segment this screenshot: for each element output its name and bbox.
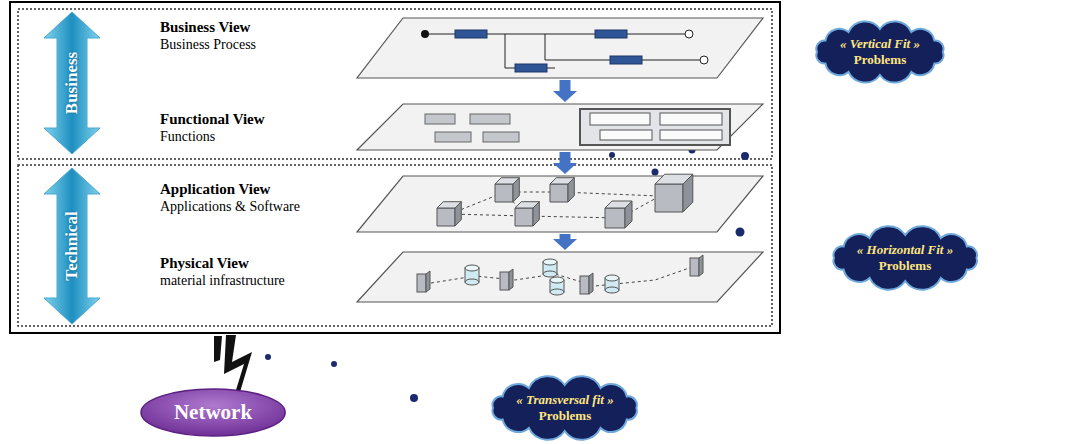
shape-label: « Horizontal Fit » (857, 242, 953, 258)
down-arrow (560, 234, 571, 239)
shape-label: Network (174, 400, 252, 425)
dot (741, 152, 749, 160)
problem-cloud: « Horizontal Fit »Problems (827, 228, 983, 288)
down-arrow (560, 80, 571, 91)
dot (736, 228, 745, 237)
dot (410, 394, 418, 402)
network-ellipse: Network (140, 388, 286, 437)
business-region (18, 9, 772, 159)
shape-label: Business (62, 52, 82, 114)
network-link-symbol (224, 335, 252, 392)
network-link-symbol (214, 336, 222, 362)
view-subtitle: Functions (160, 128, 265, 146)
problem-cloud: « Transversal fit »Problems (486, 378, 643, 438)
view-layer-outline (355, 16, 765, 80)
view-title: Application View (160, 180, 300, 198)
dot (265, 354, 271, 360)
view-title: Physical View (160, 254, 285, 272)
view-layer: Application ViewApplications & Software (150, 174, 770, 234)
dot (609, 152, 615, 158)
view-title: Business View (160, 18, 256, 36)
dot (331, 361, 337, 367)
view-layer: Physical Viewmaterial infrastructure (150, 250, 770, 304)
problem-cloud: « Vertical Fit »Problems (810, 22, 950, 82)
view-layer: Business ViewBusiness Process (150, 16, 770, 80)
view-title: Functional View (160, 110, 265, 128)
shape-sublabel: Problems (857, 258, 953, 274)
view-subtitle: Business Process (160, 36, 256, 54)
view-layer-outline (355, 174, 765, 234)
shape-sublabel: Problems (516, 408, 613, 424)
layer-arrow: Business (44, 12, 100, 154)
layer-arrow: Technical (44, 168, 100, 324)
view-layer-outline (355, 102, 765, 152)
shape-sublabel: Problems (840, 52, 920, 68)
shape-label: Technical (62, 211, 82, 280)
shape-label: « Vertical Fit » (840, 36, 920, 52)
view-layer: Functional ViewFunctions (150, 102, 770, 152)
down-arrow (560, 152, 571, 163)
shape-label: « Transversal fit » (516, 392, 613, 408)
technical-region (18, 165, 772, 326)
view-layer-outline (355, 250, 765, 304)
view-subtitle: material infrastructure (160, 272, 285, 290)
dot (652, 169, 659, 176)
view-subtitle: Applications & Software (160, 198, 300, 216)
outer-frame (10, 2, 780, 333)
